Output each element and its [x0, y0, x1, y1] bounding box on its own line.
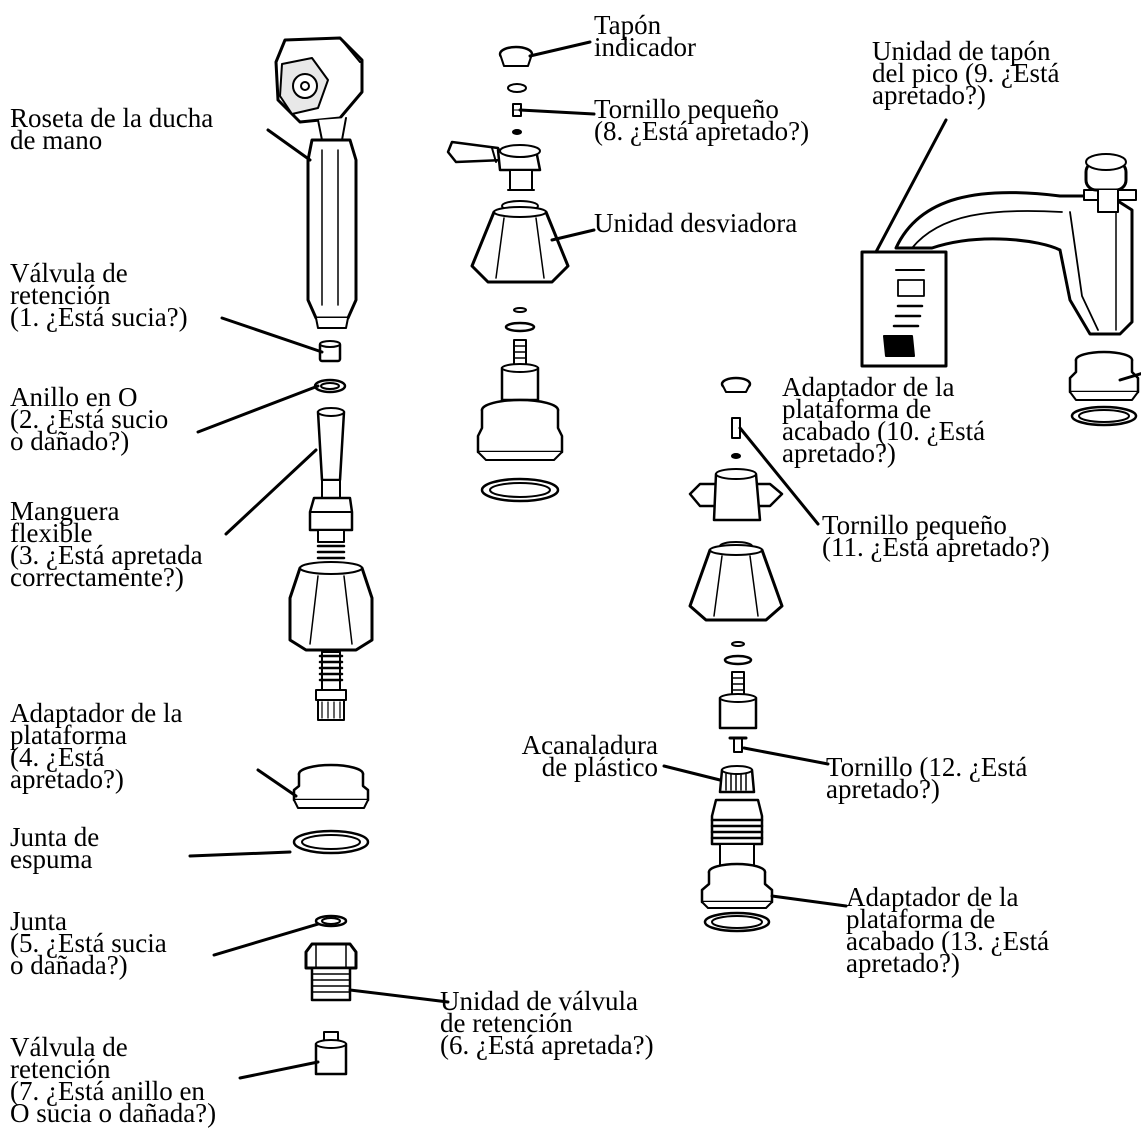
diverter-cartridge — [500, 307, 540, 402]
flexible-hose — [308, 407, 354, 566]
label-o-ring-2: Anillo en O (2. ¿Está sucio o dañado?) — [10, 382, 169, 456]
check-valve-assembly-6 — [304, 942, 358, 1002]
spout-plug-inset — [860, 250, 948, 368]
label-plastic-spline: Acanaladura de plástico — [521, 730, 658, 782]
label-gasket-5: Junta (5. ¿Está sucia o dañada?) — [10, 906, 167, 980]
label-finish-adapter-10: Adaptador de la plataforma de acabado (1… — [782, 372, 986, 468]
cross-handle — [688, 376, 784, 522]
label-screw-12: Tornillo (12. ¿Está apretado?) — [826, 752, 1028, 804]
gasket-5 — [314, 914, 348, 928]
label-hose-3: Manguera flexible (3. ¿Está apretada cor… — [10, 496, 203, 592]
label-check-valve-assembly-6: Unidad de válvula de retención (6. ¿Está… — [440, 986, 654, 1060]
label-check-valve-1: Válvula de retención (1. ¿Está sucia?) — [10, 258, 188, 332]
handle-escutcheon — [688, 541, 784, 622]
spout — [894, 153, 1137, 336]
diverter-small-parts — [507, 83, 527, 135]
finish-deck-adapter-13 — [700, 862, 774, 933]
foam-gasket — [292, 829, 370, 855]
check-valve-1 — [318, 340, 342, 363]
label-finish-adapter-13: Adaptador de la plataforma de acabado (1… — [846, 882, 1050, 978]
leader-lines — [188, 40, 1141, 1080]
label-deck-adapter-4: Adaptador de la plataforma (4. ¿Está apr… — [10, 698, 183, 794]
label-small-screw-11: Tornillo pequeño (11. ¿Está apretado?) — [822, 510, 1050, 562]
label-small-screw-8: Tornillo pequeño (8. ¿Está apretado?) — [594, 94, 810, 146]
hand-shower-handle — [306, 138, 358, 329]
diverter-deck-adapter — [476, 398, 564, 461]
check-valve-7 — [314, 1031, 348, 1076]
spout-deck-adapter — [1068, 350, 1140, 427]
label-diverter: Unidad desviadora — [594, 208, 798, 238]
label-check-valve-7: Válvula de retención (7. ¿Está anillo en… — [10, 1032, 217, 1128]
label-foam-gasket: Junta de espuma — [10, 822, 100, 874]
deck-adapter-4 — [292, 763, 370, 809]
hose-escutcheon — [288, 561, 374, 652]
hand-shower-head — [274, 36, 364, 141]
label-hand-shower: Roseta de la ducha de mano — [10, 103, 214, 155]
label-spout-plug-9: Unidad de tapón del pico (9. ¿Está apret… — [872, 36, 1060, 110]
handle-cartridge — [718, 641, 758, 730]
diverter-body — [470, 200, 570, 284]
plastic-spline — [718, 765, 756, 794]
threaded-sleeve — [710, 798, 764, 869]
index-cap — [498, 45, 534, 67]
screw-12 — [728, 736, 748, 753]
hose-fitting — [315, 651, 347, 721]
diverter-lever — [446, 140, 542, 191]
diverter-gasket — [480, 477, 560, 503]
label-index-cap: Tapón indicador — [594, 10, 696, 62]
